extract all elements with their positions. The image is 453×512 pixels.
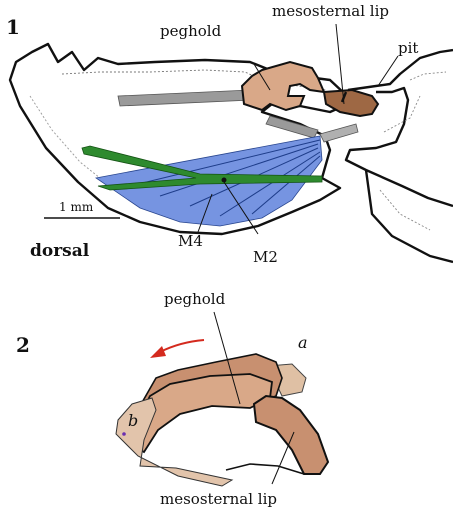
mesothorax-inner-contour [380, 72, 446, 230]
panel-2-number: 2 [16, 333, 30, 357]
m2-insertion-point [222, 178, 227, 183]
label-mesosternal-lip: mesosternal lip [272, 2, 389, 20]
label-dorsal: dorsal [30, 241, 90, 261]
panel-1: 1 [6, 2, 453, 266]
label-m2: M2 [253, 248, 278, 266]
panel-1-number: 1 [6, 15, 20, 39]
direction-arrowhead [150, 346, 166, 358]
mesosternal-lip-edge [226, 464, 304, 474]
marker-dot [122, 432, 126, 436]
mesothorax-outline [342, 50, 453, 262]
scale-bar-label: 1 mm [59, 200, 94, 214]
direction-arrow [160, 340, 204, 352]
apodeme-small [320, 124, 358, 142]
panel-2: 2 peghold a b mesosternal lip [16, 290, 328, 508]
label-peghold: peghold [160, 22, 222, 40]
label-b: b [128, 411, 138, 430]
label-pit: pit [398, 39, 418, 57]
label-a: a [298, 333, 308, 352]
label-peghold-2: peghold [164, 290, 226, 308]
label-m4: M4 [178, 232, 203, 250]
mesosternal-lip-panel2 [254, 396, 328, 474]
label-mesosternal-lip-2: mesosternal lip [160, 490, 277, 508]
leader-pit [378, 56, 398, 86]
